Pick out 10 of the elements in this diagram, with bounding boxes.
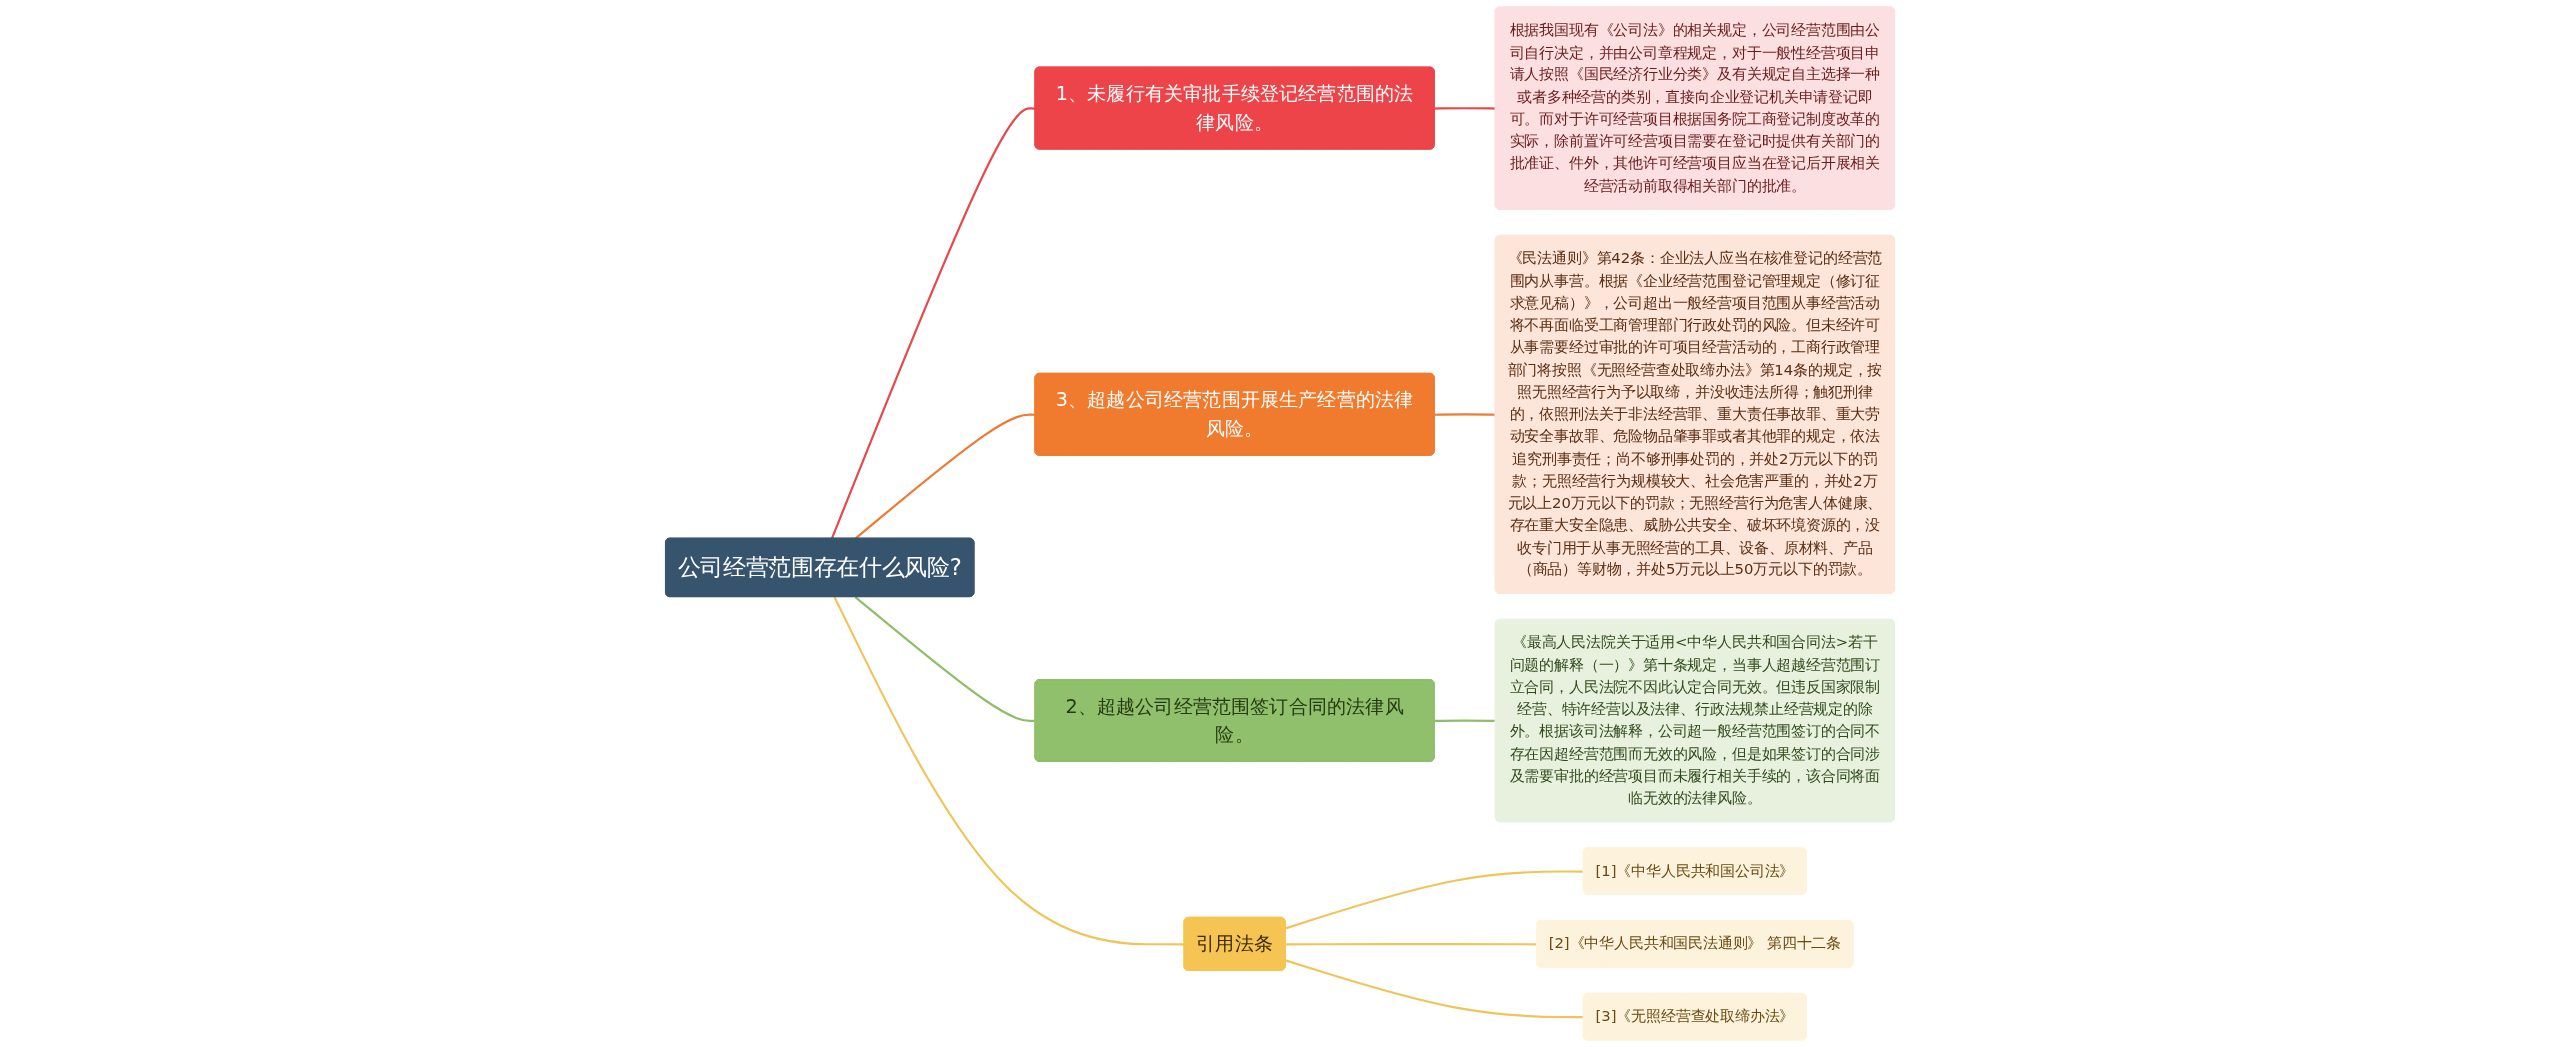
- connector: [1285, 942, 1537, 946]
- connector: [1285, 870, 1584, 930]
- connector: [833, 596, 1185, 946]
- connector: [1434, 719, 1496, 723]
- connector: [1434, 413, 1496, 416]
- connector: [854, 596, 1036, 723]
- connector: [854, 413, 1036, 540]
- connector: [1434, 107, 1496, 110]
- connector: [1285, 959, 1584, 1019]
- connector: [830, 107, 1036, 540]
